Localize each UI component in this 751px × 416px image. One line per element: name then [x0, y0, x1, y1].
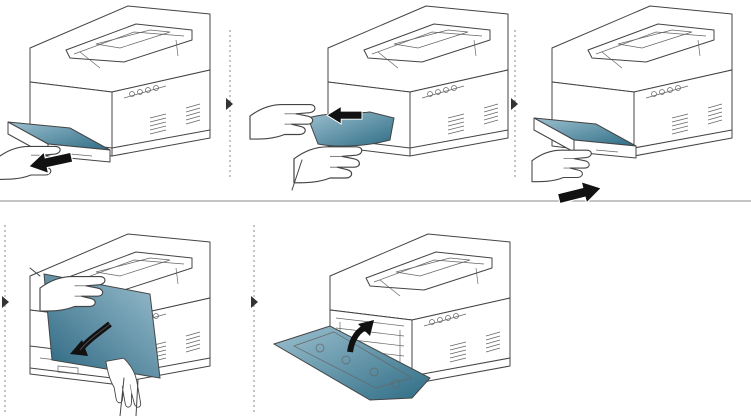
- hand-icon: [249, 104, 316, 140]
- open-cover-arrow-icon: [70, 321, 112, 356]
- step-3-push-tray: [531, 5, 733, 210]
- close-cover-arrow-icon: [347, 320, 374, 353]
- step-chevron-icon: [511, 98, 518, 110]
- tray-push-in-arrow-icon: [555, 176, 605, 210]
- step-4-open-cover: [29, 233, 211, 416]
- step-5-close-cover: [272, 233, 511, 401]
- hand-icon: [531, 149, 592, 183]
- hand-icon: [293, 146, 363, 184]
- front-cover: [272, 325, 431, 401]
- step-chevron-icon: [226, 98, 233, 110]
- step-1-pull-tray: [0, 5, 211, 180]
- step-2-remove-paper: [249, 5, 509, 191]
